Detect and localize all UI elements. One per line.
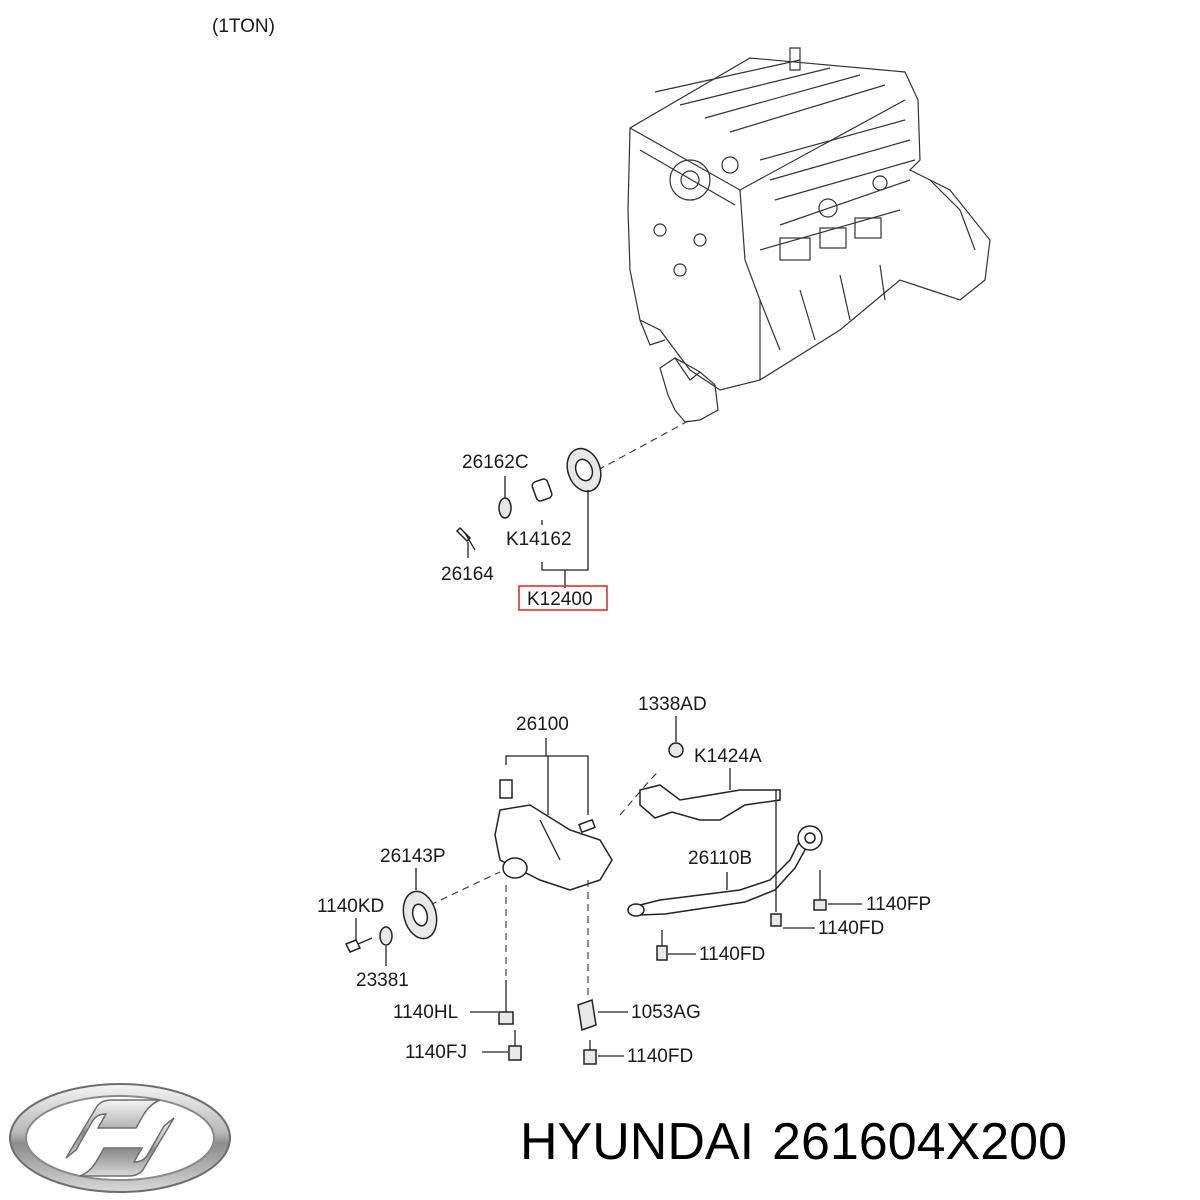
hyundai-logo bbox=[9, 1083, 231, 1193]
callout-26164: 26164 bbox=[441, 564, 494, 585]
highlight-box bbox=[518, 585, 608, 611]
callout-k1424a: K1424A bbox=[694, 746, 762, 767]
bracket-line bbox=[505, 755, 589, 815]
callout-1140fj: 1140FJ bbox=[405, 1042, 467, 1063]
bolt-1140fd-c bbox=[583, 1040, 597, 1065]
callout-26143p: 26143P bbox=[380, 846, 446, 867]
nut-1338ad bbox=[668, 742, 684, 758]
callout-1140kd: 1140KD bbox=[317, 896, 384, 917]
bolt-1140hl bbox=[498, 980, 514, 1025]
callout-1140fd-c: 1140FD bbox=[627, 1046, 693, 1067]
bolt-1140kd bbox=[344, 937, 373, 953]
callout-26100: 26100 bbox=[516, 714, 569, 735]
bolt-1140fd-b bbox=[656, 930, 668, 961]
footer-part-caption: HYUNDAI 261604X200 bbox=[520, 1112, 1085, 1172]
callout-k12400[interactable]: K12400 bbox=[527, 589, 593, 610]
callout-23381: 23381 bbox=[356, 970, 409, 991]
part-number: 261604X200 bbox=[772, 1113, 1067, 1171]
callout-26110b: 26110B bbox=[688, 848, 752, 869]
callout-1338ad: 1338AD bbox=[638, 694, 707, 715]
bolt-1140fj bbox=[508, 1030, 522, 1061]
bolt-26164 bbox=[455, 526, 476, 551]
callout-1053ag: 1053AG bbox=[631, 1002, 701, 1023]
bushing-k14162 bbox=[531, 478, 553, 502]
callout-26162c: 26162C bbox=[462, 452, 529, 473]
bolt-1140fp bbox=[813, 870, 827, 911]
leader-dashed bbox=[597, 419, 691, 471]
oil-strainer-pipe-26110b bbox=[627, 825, 823, 917]
drive-gear-26143p bbox=[402, 890, 438, 940]
washer-26162c bbox=[498, 497, 512, 519]
variant-note: (1TON) bbox=[212, 16, 275, 37]
bolt-1140fd-a bbox=[770, 913, 782, 927]
callout-1140fp: 1140FP bbox=[866, 894, 931, 915]
engine-block-illustration bbox=[627, 47, 991, 423]
brand-name: HYUNDAI bbox=[520, 1113, 755, 1171]
washer-23381 bbox=[379, 926, 393, 946]
oil-pump-body-26100 bbox=[494, 779, 613, 891]
callout-1140hl: 1140HL bbox=[393, 1002, 458, 1023]
drive-gear-upper bbox=[566, 447, 602, 493]
gasket-k1424a bbox=[619, 769, 781, 821]
callout-1140fd-a: 1140FD bbox=[818, 918, 884, 939]
leader-dashed bbox=[429, 871, 501, 906]
callout-1140fd-b: 1140FD bbox=[699, 944, 765, 965]
bracket-1053ag bbox=[577, 998, 597, 1032]
callout-k14162: K14162 bbox=[506, 529, 572, 550]
